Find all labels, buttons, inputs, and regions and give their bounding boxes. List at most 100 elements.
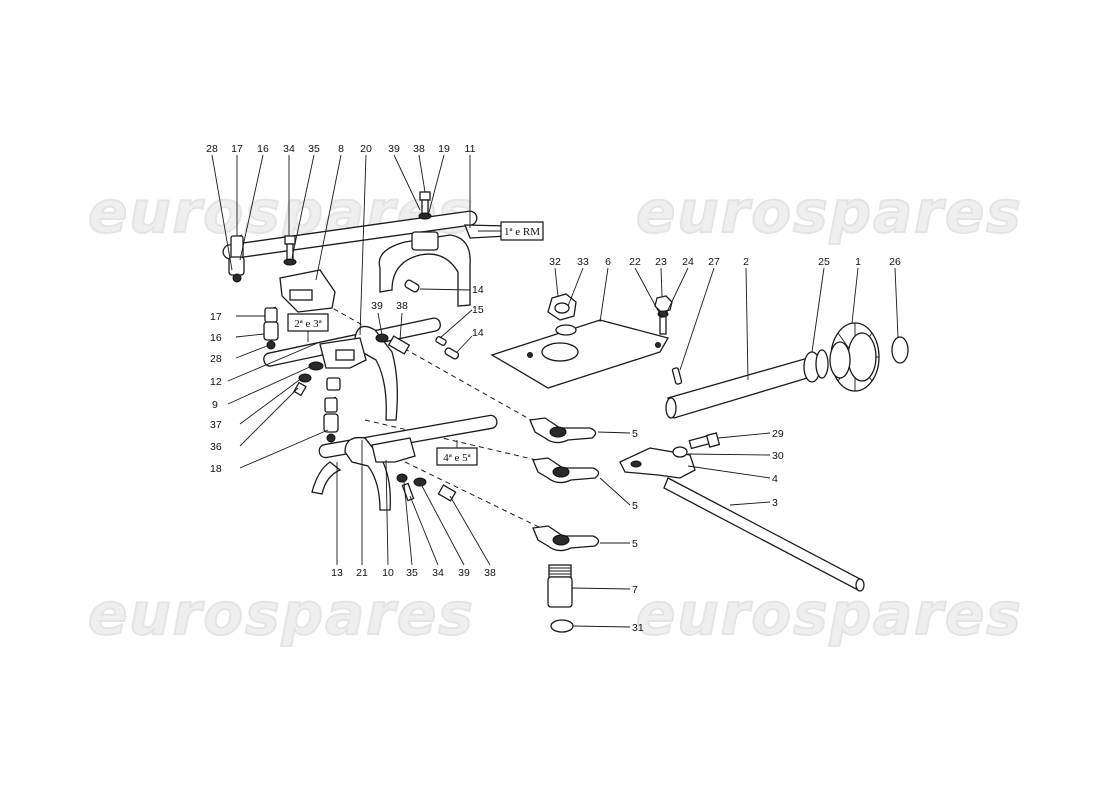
svg-text:1ª e RM: 1ª e RM [504, 226, 540, 238]
circlip-26 [891, 336, 909, 364]
callout-5: 5 [632, 428, 638, 440]
washer-37 [298, 373, 312, 383]
shift-fork-1st-reverse [378, 231, 471, 307]
callout-numbers: 28 17 16 34 35 8 20 39 38 19 11 32 33 6 … [206, 143, 901, 634]
pin-15 [435, 335, 447, 347]
callout-22: 22 [629, 256, 641, 268]
pin-14-middle [444, 347, 460, 360]
callout-6: 6 [605, 256, 611, 268]
callout-5: 5 [632, 538, 638, 550]
callout-30: 30 [772, 450, 784, 462]
bolt-38-top [418, 191, 432, 220]
callout-24: 24 [682, 256, 694, 268]
callout-38: 38 [413, 143, 425, 155]
main-shaft-2 [665, 357, 815, 419]
pivot-shaft-7 [547, 564, 573, 608]
ball-28-middle [266, 340, 276, 350]
svg-text:2ª e 3ª: 2ª e 3ª [294, 318, 322, 330]
callout-32: 32 [549, 256, 561, 268]
callout-5: 5 [632, 500, 638, 512]
callout-13: 13 [331, 567, 343, 579]
callout-36: 36 [210, 441, 222, 453]
bolt-29 [688, 432, 721, 450]
washer-33 [555, 324, 577, 336]
callout-35: 35 [308, 143, 320, 155]
watermark-top-left: eurospares [87, 177, 475, 247]
gear-box-2nd-3rd: 2ª e 3ª [287, 313, 329, 332]
callout-20: 20 [360, 143, 372, 155]
watermark-bottom-right: eurospares [635, 579, 1023, 649]
callout-19: 19 [438, 143, 450, 155]
bolt-34-top [283, 235, 297, 266]
callout-34: 34 [432, 567, 444, 579]
ball-28-top [232, 273, 242, 283]
selector-block-top [279, 269, 336, 313]
spring-17-middle [264, 306, 278, 323]
callout-12: 12 [210, 376, 222, 388]
gear-box-1st-reverse: 1ª e RM [500, 221, 544, 241]
gear-1 [829, 322, 880, 392]
washer-9 [308, 361, 324, 371]
pin-14-top [404, 279, 420, 293]
callout-38: 38 [396, 300, 408, 312]
selector-shaft-3 [663, 477, 865, 592]
shift-fork-2nd-3rd [319, 325, 398, 421]
plunger-18 [323, 413, 339, 433]
callout-34: 34 [283, 143, 295, 155]
spring-18 [324, 396, 338, 413]
stud-22 [659, 315, 667, 335]
callout-15: 15 [472, 304, 484, 316]
shift-fork-4th-5th [311, 436, 416, 511]
plug-18-cap [326, 377, 341, 391]
plate-6 [490, 319, 669, 389]
callout-16: 16 [210, 332, 222, 344]
callout-28: 28 [210, 353, 222, 365]
callout-25: 25 [818, 256, 830, 268]
washer-30 [672, 446, 688, 458]
callout-27: 27 [708, 256, 720, 268]
alignment-lines [317, 299, 546, 531]
callout-39: 39 [458, 567, 470, 579]
plunger-16-middle [263, 321, 279, 341]
callout-8: 8 [338, 143, 344, 155]
nut-32 [547, 293, 577, 321]
callout-17: 17 [231, 143, 243, 155]
callout-28: 28 [206, 143, 218, 155]
callout-16: 16 [257, 143, 269, 155]
callout-10: 10 [382, 567, 394, 579]
callout-1: 1 [855, 256, 861, 268]
ball-18 [326, 433, 336, 443]
callout-37: 37 [210, 419, 222, 431]
gear-box-4th-5th: 4ª e 5ª [436, 447, 478, 466]
bolt-36 [293, 381, 307, 397]
callout-3: 3 [772, 497, 778, 509]
watermark-top-right: eurospares [635, 177, 1023, 247]
callout-31: 31 [632, 622, 644, 634]
callout-38: 38 [484, 567, 496, 579]
callout-29: 29 [772, 428, 784, 440]
callout-7: 7 [632, 584, 638, 596]
callout-17: 17 [210, 311, 222, 323]
nut-23 [654, 295, 673, 313]
callout-39: 39 [371, 300, 383, 312]
callout-33: 33 [577, 256, 589, 268]
callout-11: 11 [465, 143, 476, 155]
washer-31 [550, 619, 574, 633]
callout-9: 9 [212, 399, 218, 411]
svg-text:4ª e 5ª: 4ª e 5ª [443, 452, 471, 464]
callout-21: 21 [356, 567, 368, 579]
callout-26: 26 [889, 256, 901, 268]
pin-27 [671, 367, 683, 385]
selector-finger-5-top [529, 417, 597, 444]
callout-18: 18 [210, 463, 222, 475]
callout-14: 14 [472, 327, 484, 339]
watermark-bottom-left: eurospares [87, 579, 475, 649]
bearing-25 [803, 349, 829, 383]
bolt-38-middle [375, 333, 411, 355]
leader-lines [211, 154, 899, 628]
callout-2: 2 [743, 256, 749, 268]
callout-35: 35 [406, 567, 418, 579]
selector-finger-5-bottom [532, 525, 600, 552]
callout-4: 4 [772, 473, 778, 485]
